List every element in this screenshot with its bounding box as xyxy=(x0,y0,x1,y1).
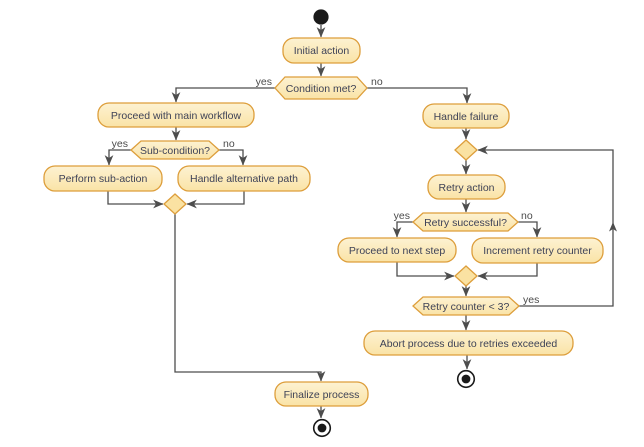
edge-subcondition-yes xyxy=(104,149,131,166)
decision-retry-counter-check xyxy=(412,296,520,316)
decision-condition-met-label: Condition met? xyxy=(286,83,357,95)
branch-label-subcondition-yes: yes xyxy=(112,138,128,150)
decision-condition-met xyxy=(274,76,368,100)
activity-abort-process xyxy=(363,330,574,356)
activity-initial-action-label: Initial action xyxy=(294,45,350,57)
edge-retry-successful-yes xyxy=(392,221,413,238)
edge-condition-no xyxy=(367,87,472,104)
activity-proceed-main-workflow xyxy=(97,102,255,128)
activity-finalize-process-label: Finalize process xyxy=(284,389,360,401)
merge-diamond-sub-branches xyxy=(163,193,187,215)
edge-proceed-next-to-join xyxy=(396,262,455,281)
activity-increment-retry-counter xyxy=(471,237,604,264)
activity-finalize-process xyxy=(274,381,369,407)
activity-retry-action xyxy=(427,174,506,200)
decision-retry-successful-label: Retry successful? xyxy=(424,217,507,229)
branch-label-subcondition-no: no xyxy=(223,138,235,150)
activity-retry-action-label: Retry action xyxy=(438,182,494,194)
branch-label-condition-no: no xyxy=(371,76,383,88)
activity-proceed-next-step xyxy=(337,237,457,263)
final-node-right-core xyxy=(461,374,471,384)
decision-sub-condition xyxy=(130,140,220,160)
activity-handle-failure-label: Handle failure xyxy=(434,111,499,123)
activity-perform-sub-action-label: Perform sub-action xyxy=(59,173,148,185)
final-node-left-core xyxy=(317,423,327,433)
edge-subcondition-no xyxy=(219,149,248,166)
activity-initial-action xyxy=(282,37,361,64)
activity-perform-sub-action xyxy=(43,165,163,192)
retry-loop-up-arrow-icon xyxy=(609,222,617,232)
branch-label-retry-counter-yes: yes xyxy=(523,294,539,306)
activity-abort-process-label: Abort process due to retries exceeded xyxy=(380,338,558,350)
branch-label-retry-successful-yes: yes xyxy=(394,210,410,222)
edge-retry-successful-no xyxy=(518,221,542,238)
activity-proceed-main-workflow-label: Proceed with main workflow xyxy=(111,110,242,122)
activity-increment-retry-counter-label: Increment retry counter xyxy=(483,245,592,257)
branch-label-condition-yes: yes xyxy=(256,76,272,88)
branch-label-retry-successful-no: no xyxy=(521,210,533,222)
merge-diamond-retry-outcome xyxy=(454,265,478,287)
decision-retry-counter-check-label: Retry counter < 3? xyxy=(423,301,510,313)
edge-alternative-to-merge xyxy=(186,191,245,209)
decision-retry-successful xyxy=(412,212,519,232)
decision-sub-condition-label: Sub-condition? xyxy=(140,145,210,157)
activity-handle-alternative-path-label: Handle alternative path xyxy=(190,173,298,185)
merge-diamond-retry-loop xyxy=(454,139,478,161)
activity-handle-failure xyxy=(422,103,510,129)
activity-handle-alternative-path xyxy=(177,165,311,192)
initial-node xyxy=(313,9,329,25)
edge-increment-to-join xyxy=(477,262,538,281)
activity-proceed-next-step-label: Proceed to next step xyxy=(349,245,445,257)
edge-merge-to-finalize xyxy=(174,214,326,382)
edge-condition-yes xyxy=(171,87,275,103)
edge-perform-sub-to-merge xyxy=(107,191,164,209)
